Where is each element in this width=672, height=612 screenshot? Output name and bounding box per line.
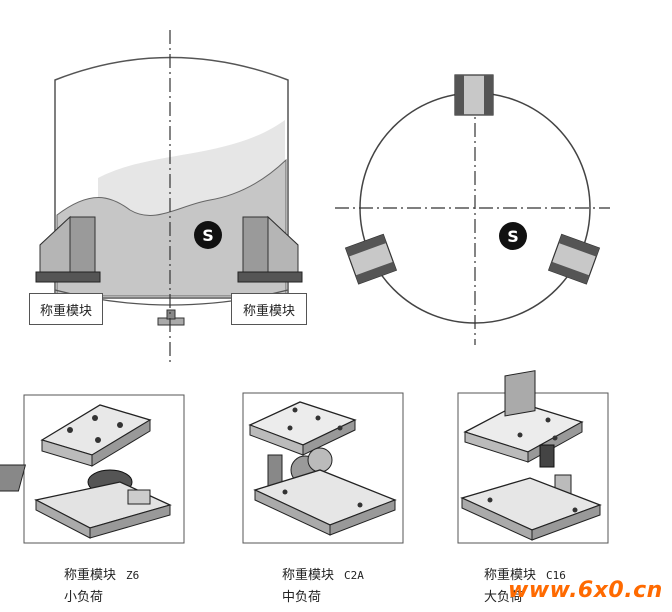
product-caption-c16: 称重模块 C16: [484, 564, 566, 583]
top-view-s-symbol: [499, 222, 527, 250]
left-module-label: 称重模块: [29, 293, 103, 325]
watermark: www.6x0.cn: [508, 578, 663, 603]
tank-s-letter: S: [202, 226, 214, 245]
product-image-c16: [457, 370, 609, 544]
product-load-z6: 小负荷: [64, 590, 104, 605]
product-image-z6: [0, 394, 185, 544]
product-load-c16: 大负荷: [484, 590, 524, 605]
lower-left-module: [344, 233, 398, 285]
product-name: 称重模块: [484, 568, 537, 583]
top-module: [454, 74, 494, 116]
product-model: C2A: [344, 569, 364, 582]
product-caption-c2a: 称重模块 C2A: [282, 564, 364, 583]
right-module-label: 称重模块: [231, 293, 307, 325]
product-model: C16: [546, 569, 566, 582]
top-view-s-letter: S: [507, 227, 519, 246]
product-model: Z6: [126, 569, 140, 582]
tank-s-symbol: [194, 221, 222, 249]
left-support: [35, 215, 101, 283]
tank-top-view: S: [335, 74, 610, 345]
product-caption-z6: 称重模块 Z6: [64, 564, 139, 583]
lower-right-module: [547, 233, 601, 285]
product-name: 称重模块: [282, 568, 335, 583]
product-load-c2a: 中负荷: [282, 590, 322, 605]
right-support: [237, 215, 303, 283]
tank-side-view: S: [35, 30, 303, 365]
product-name: 称重模块: [64, 568, 117, 583]
tank-content-fill: [56, 158, 287, 297]
product-image-c2a: [242, 392, 404, 544]
